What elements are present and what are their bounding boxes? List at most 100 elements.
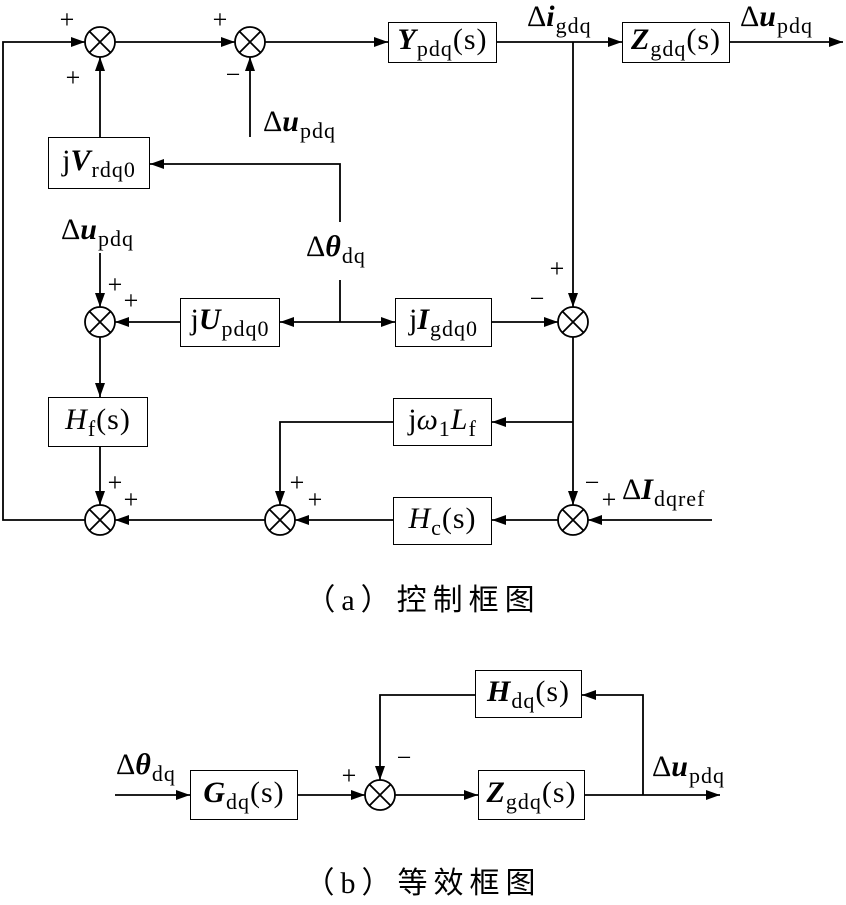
- block-argument: (s): [441, 501, 477, 535]
- sign-sum4-right: +: [123, 286, 139, 315]
- block-symbol: Z: [486, 775, 505, 809]
- signal-prefix: Δ: [652, 750, 672, 783]
- block-symbol: Z: [631, 23, 650, 56]
- block-argument: (s): [541, 775, 577, 809]
- signal-prefix: Δ: [622, 473, 642, 506]
- signal-subscript: pdq: [776, 13, 813, 38]
- signal-delta-i-gdq: Δigdq: [527, 0, 592, 37]
- signal-prefix: Δ: [116, 748, 136, 781]
- signal-prefix: Δ: [527, 0, 547, 33]
- sign-sum1-bottom: +: [65, 63, 81, 92]
- line-feedback-loop: [2, 37, 85, 521]
- signal-symbol: θ: [325, 230, 341, 263]
- signal-symbol: I: [641, 473, 653, 506]
- block-prefix: j: [62, 143, 71, 177]
- sign-sum7-right: +: [601, 485, 617, 514]
- signal-subscript: gdq: [555, 13, 592, 38]
- block-y-pdq: Ypdq(s): [388, 22, 497, 63]
- line-delta-theta-to-jv: [150, 159, 341, 222]
- summing-junction-7: [557, 504, 589, 536]
- block-label: jUpdq0: [190, 303, 269, 340]
- signal-delta-theta-dq: Δθdq: [306, 230, 366, 267]
- block-label: Gdq(s): [203, 775, 284, 812]
- block-prefix: j: [408, 303, 418, 336]
- block-z-gdq: Zgdq(s): [622, 22, 730, 63]
- summing-junction-5: [84, 504, 116, 536]
- summing-junction-b: [364, 779, 396, 811]
- block-subscript: dq: [226, 788, 250, 814]
- block-argument: (s): [96, 402, 131, 436]
- summing-junction-4: [84, 306, 116, 338]
- block-subscript: gdq0: [430, 316, 479, 341]
- block-jw1-lf: jω1Lf: [393, 398, 492, 446]
- signal-delta-u-pdq-output: Δupdq: [740, 0, 813, 37]
- block-symbol: Y: [397, 23, 416, 56]
- signal-b-delta-u-pdq: Δupdq: [652, 750, 725, 787]
- signal-symbol: u: [671, 750, 688, 783]
- signal-prefix: Δ: [61, 213, 81, 246]
- signal-symbol: u: [759, 0, 776, 33]
- signal-subscript: dq: [151, 761, 176, 786]
- sign-sum1-left: +: [59, 5, 75, 34]
- block-subscript: rdq0: [91, 156, 136, 182]
- block-symbol: I: [417, 303, 430, 336]
- block-subscript: dq: [511, 687, 536, 713]
- block-label: Zgdq(s): [631, 23, 721, 60]
- sign-b-sum-top: −: [396, 743, 412, 772]
- block-label: jIgdq0: [408, 303, 478, 340]
- sign-sum4-top: +: [107, 270, 123, 299]
- block-symbol: V: [70, 143, 91, 177]
- summing-junction-2: [234, 26, 266, 58]
- block-symbol: H: [408, 501, 431, 535]
- signal-symbol: θ: [135, 748, 151, 781]
- block-argument: (s): [686, 23, 721, 56]
- sign-sum3-top: +: [549, 254, 565, 283]
- sign-sum5-top: +: [107, 468, 123, 497]
- block-symbol: ω: [416, 402, 438, 436]
- line-jwlf-to-sum6: [275, 421, 393, 505]
- signal-prefix: Δ: [306, 230, 326, 263]
- block-ju-pdq0: jUpdq0: [180, 298, 280, 347]
- block-ji-gdq0: jIgdq0: [395, 298, 492, 347]
- signal-delta-i-dqref: ΔIdqref: [622, 473, 705, 510]
- signal-symbol: u: [80, 213, 97, 246]
- block-subscript: pdq: [416, 36, 453, 61]
- summing-junction-6: [264, 504, 296, 536]
- block-subscript-2: f: [468, 415, 477, 441]
- block-h-f: Hf(s): [48, 397, 148, 447]
- block-subscript: f: [87, 415, 97, 441]
- sign-sum2-bottom: −: [225, 60, 241, 89]
- block-b-h-dq: Hdq(s): [475, 670, 582, 718]
- sign-sum3-left: −: [529, 284, 545, 313]
- sign-sum5-right: +: [123, 485, 139, 514]
- block-argument: (s): [452, 23, 488, 56]
- block-subscript: pdq0: [221, 316, 270, 341]
- block-jv-rdq0: jVrdq0: [48, 137, 150, 189]
- signal-prefix: Δ: [740, 0, 760, 33]
- block-label: Zgdq(s): [486, 775, 577, 812]
- sign-sum6-right: +: [307, 485, 323, 514]
- block-symbol: G: [203, 775, 225, 809]
- block-symbol: H: [487, 674, 511, 708]
- block-h-c: Hc(s): [393, 497, 492, 545]
- summing-junction-3: [557, 306, 589, 338]
- signal-subscript: dq: [341, 243, 366, 268]
- signal-subscript: pdq: [299, 118, 336, 143]
- signal-subscript: pdq: [688, 763, 725, 788]
- block-b-g-dq: Gdq(s): [190, 770, 298, 820]
- summing-junction-1: [84, 26, 116, 58]
- signal-delta-u-pdq-top: Δupdq: [263, 107, 336, 142]
- block-subscript: c: [431, 514, 442, 540]
- block-prefix: j: [190, 303, 199, 336]
- sign-sum7-top: −: [584, 468, 600, 497]
- sign-sum6-top: +: [289, 468, 305, 497]
- signal-subscript: dqref: [653, 486, 706, 511]
- block-argument: (s): [535, 674, 570, 708]
- block-symbol: H: [65, 402, 87, 436]
- block-subscript: 1: [438, 415, 451, 441]
- sign-sum2-left: +: [212, 5, 228, 34]
- signal-b-delta-theta-dq: Δθdq: [116, 748, 176, 785]
- caption-a: （a）控制框图: [305, 584, 541, 617]
